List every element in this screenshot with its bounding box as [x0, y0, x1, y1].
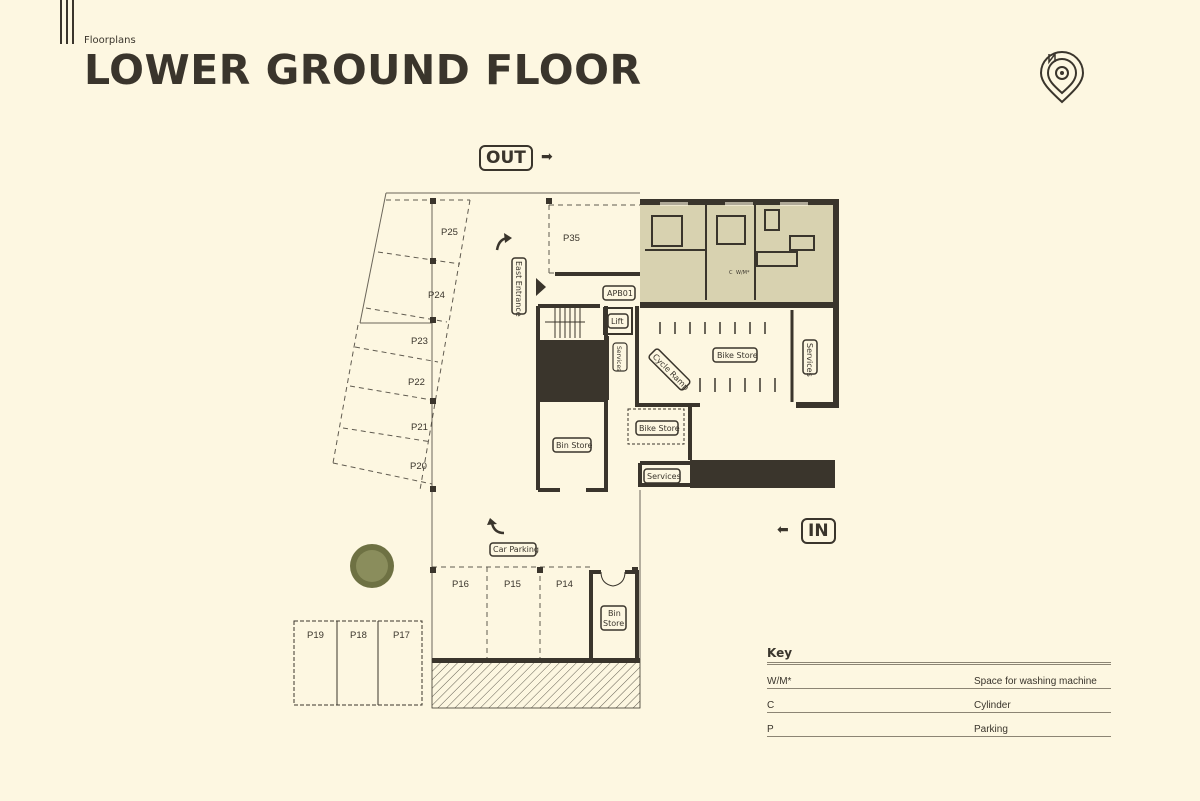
in-sign: IN: [801, 518, 836, 544]
car-parking-label: Car Parking: [493, 545, 539, 554]
key-code: C: [767, 700, 775, 711]
bike-store-small-label: Bike Store: [639, 424, 680, 433]
parking-p14: P14: [556, 579, 573, 590]
compass-north-pin-icon: [1039, 51, 1085, 104]
cycle-ramp-label: Cycle Ramp: [651, 352, 691, 392]
parking-p18: P18: [350, 630, 367, 641]
bin-store-small-label-2: Store: [603, 619, 624, 628]
out-sign: OUT: [479, 145, 533, 171]
key-code: W/M*: [767, 676, 792, 687]
parking-p19: P19: [307, 630, 324, 641]
key-code: P: [767, 724, 774, 735]
parking-p21: P21: [411, 422, 428, 433]
key-legend: Key W/M* Space for washing machine C Cyl…: [767, 646, 1111, 737]
key-meaning: Space for washing machine: [974, 676, 1097, 687]
services-label-3: Services: [647, 472, 681, 481]
key-row: C Cylinder: [767, 689, 1111, 713]
parking-p25: P25: [441, 227, 458, 238]
east-entrance-label: East Entrance: [514, 261, 523, 317]
key-row: W/M* Space for washing machine: [767, 665, 1111, 689]
key-meaning: Parking: [974, 724, 1008, 735]
parking-p24: P24: [428, 290, 445, 301]
services-label-1: Services: [615, 346, 622, 371]
page-title: LOWER GROUND FLOOR: [84, 46, 642, 94]
key-row: P Parking: [767, 713, 1111, 737]
parking-p15: P15: [504, 579, 521, 590]
header-decoration-bars: [60, 0, 80, 44]
parking-p22: P22: [408, 377, 425, 388]
parking-p16: P16: [452, 579, 469, 590]
lift-label: Lift: [611, 317, 624, 326]
washing-machine-label: W/M*: [736, 270, 750, 276]
key-meaning: Cylinder: [974, 700, 1011, 711]
bin-store-label: Bin Store: [556, 441, 593, 450]
bin-store-small-label-1: Bin: [608, 609, 621, 618]
apartment-label: APB01: [607, 289, 633, 298]
bike-store-label: Bike Store: [717, 351, 758, 360]
left-arrow-icon: ⬅: [777, 521, 789, 537]
parking-p23: P23: [411, 336, 428, 347]
services-label-2: Services: [805, 343, 814, 377]
section-label: Floorplans: [84, 35, 136, 46]
key-title: Key: [767, 646, 1111, 665]
cylinder-label: C: [729, 270, 733, 276]
parking-p17: P17: [393, 630, 410, 641]
tree-icon: [350, 544, 394, 588]
parking-p35: P35: [563, 233, 580, 244]
right-arrow-icon: ➡: [541, 148, 553, 164]
parking-p20: P20: [410, 461, 427, 472]
